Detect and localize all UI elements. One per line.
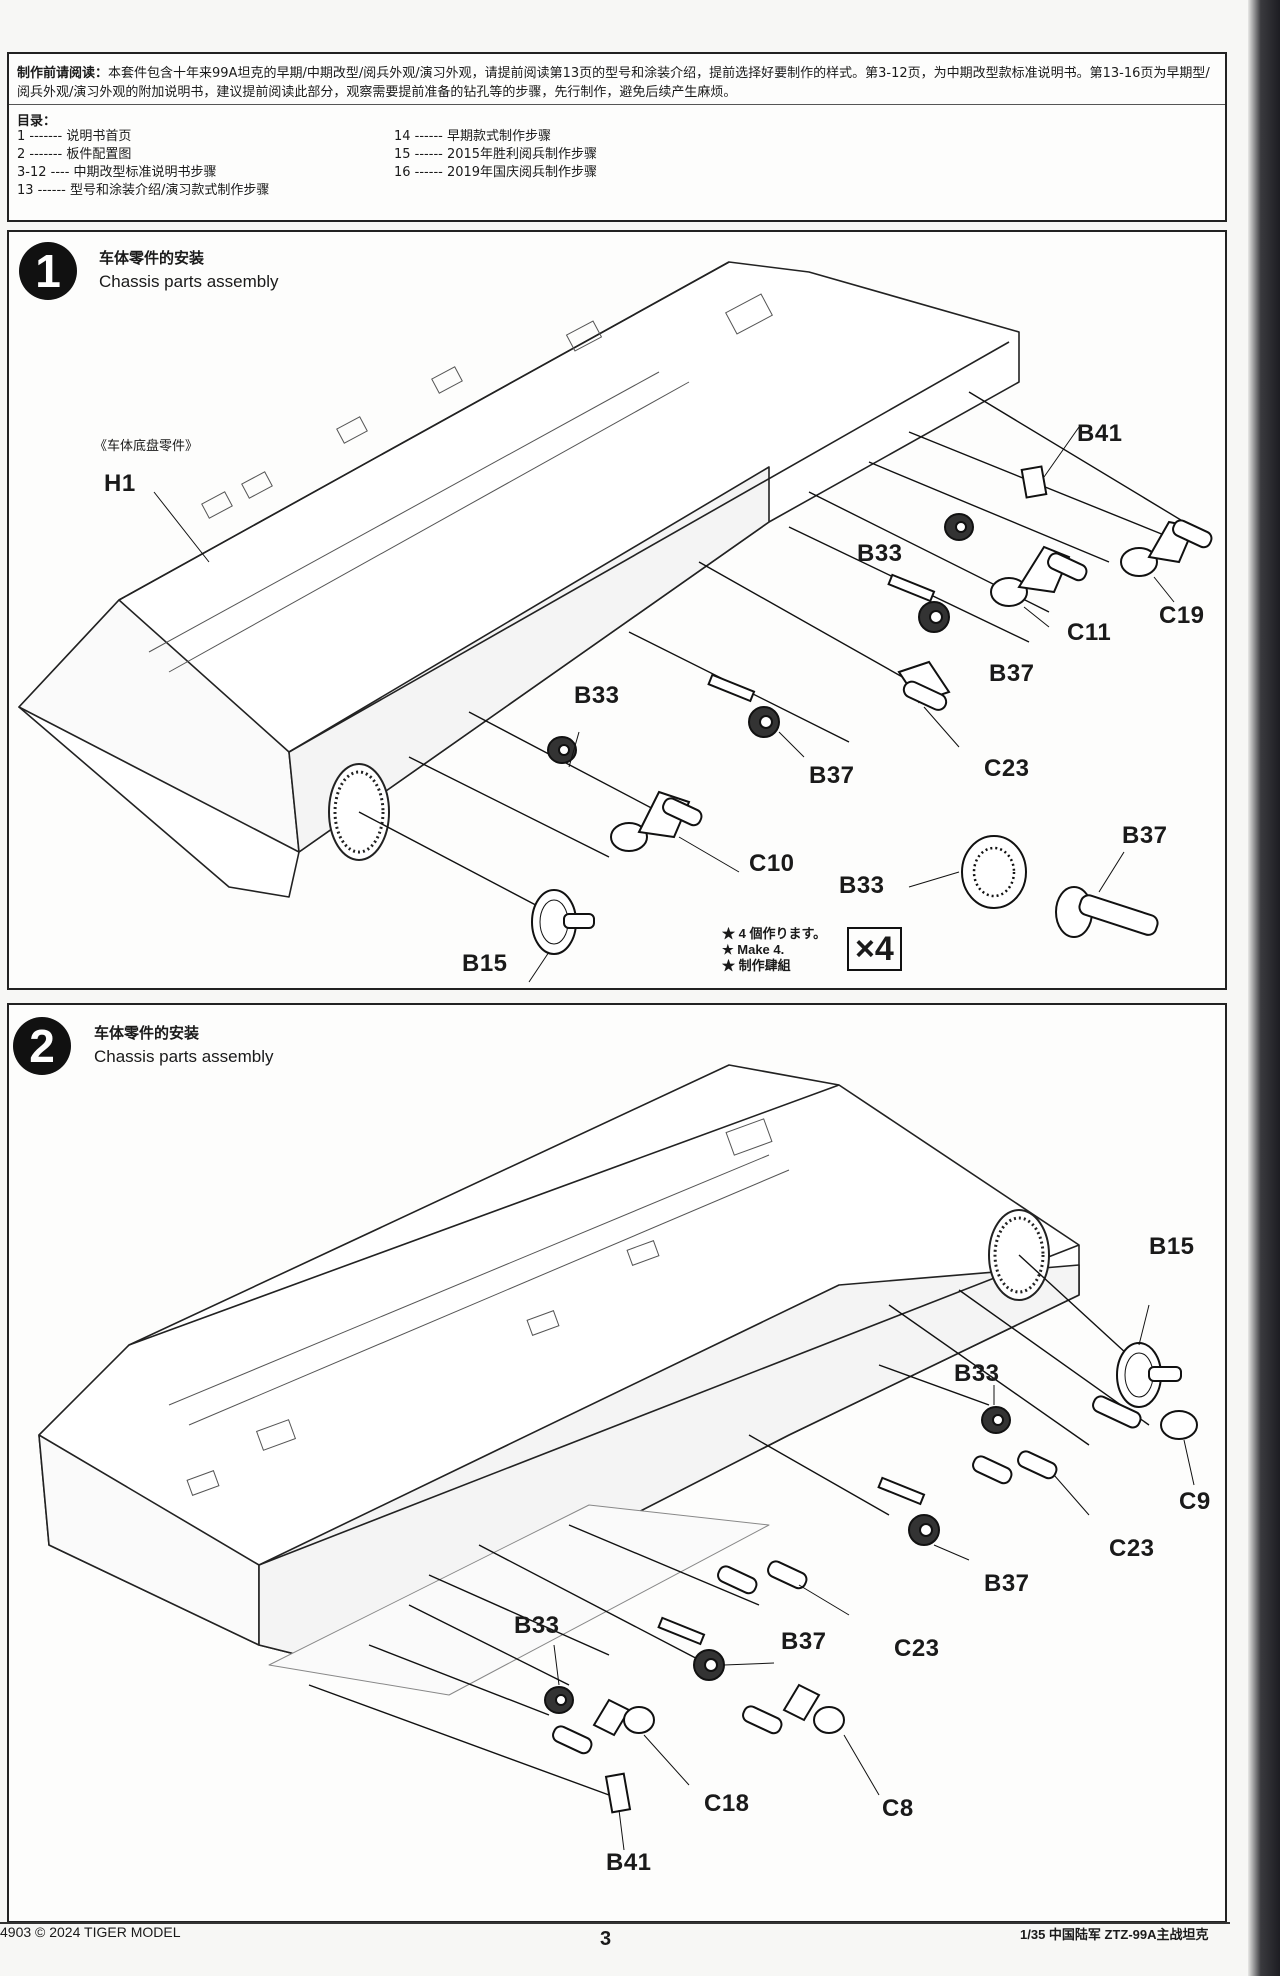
step-2-panel: 2 车体零件的安装 Chassis parts assembly B15 B33…	[7, 1003, 1227, 1923]
step-1-title-en: Chassis parts assembly	[99, 272, 279, 291]
part-label-c8: C8	[882, 1795, 914, 1822]
part-c11-drawing	[990, 545, 1088, 607]
part-label-b41: B41	[606, 1849, 652, 1876]
part-b15-drawing	[531, 889, 595, 955]
step-1-badge: 1	[19, 242, 77, 300]
part-c10-drawing	[610, 790, 703, 852]
part-b33-top-drawing	[944, 513, 974, 541]
part-c19-drawing	[1120, 519, 1213, 577]
footer-divider	[0, 1922, 1230, 1924]
multiplier-badge: ×4	[847, 927, 902, 971]
part-b37-mid-drawing	[657, 1616, 725, 1681]
toc-entry: 3-12 ---- 中期改型标准说明书步骤	[17, 165, 217, 180]
part-label-b33: B33	[954, 1360, 1000, 1387]
part-label-b37: B37	[1122, 822, 1168, 849]
footer-copyright: 4903 © 2024 TIGER MODEL	[0, 1924, 181, 1940]
make-note-line: ★ 4 個作ります。	[722, 926, 827, 941]
part-c8-drawing	[742, 1683, 845, 1735]
toc-right-column: 14 ------ 早期款式制作步骤 15 ------ 2015年胜利阅兵制作…	[394, 128, 597, 182]
step-1-chassis-drawing	[18, 261, 1213, 983]
toc-title: 目录：	[17, 114, 57, 129]
part-label-b37: B37	[809, 762, 855, 789]
step-1-panel: 1 车体零件的安装 Chassis parts assembly 《车体底盘零件…	[7, 230, 1227, 990]
part-c23-drawing	[897, 660, 951, 711]
part-label-b15: B15	[1149, 1233, 1195, 1260]
part-label-c9: C9	[1179, 1488, 1211, 1515]
part-b33-drawing	[981, 1406, 1011, 1434]
intro-heading: 制作前请阅读：	[17, 66, 109, 81]
toc-entry: 1 ------- 说明书首页	[17, 129, 132, 144]
part-label-b37: B37	[984, 1570, 1030, 1597]
toc-entry: 2 ------- 板件配置图	[17, 147, 132, 162]
part-label-b37: B37	[989, 660, 1035, 687]
part-b37-drawing	[877, 1476, 940, 1546]
part-c18-drawing	[552, 1698, 655, 1755]
make-note-line: ★ 制作肆組	[722, 958, 791, 973]
part-label-b41: B41	[1077, 420, 1123, 447]
part-b15-drawing	[1116, 1342, 1182, 1408]
part-label-b37: B37	[781, 1628, 827, 1655]
part-label-b33: B33	[574, 682, 620, 709]
part-c9-drawing	[1092, 1395, 1198, 1440]
part-label-b15: B15	[462, 950, 508, 977]
hull-h1-shape	[18, 261, 1020, 898]
subassembly-axle-drawing	[1055, 886, 1159, 938]
make-four-note: ★ 4 個作ります。 ★ Make 4. ★ 制作肆組	[722, 926, 826, 974]
part-label-c19: C19	[1159, 602, 1205, 629]
intro-box: 制作前请阅读：本套件包含十年来99A坦克的早期/中期改型/阅兵外观/演习外观，请…	[7, 52, 1227, 222]
footer-kit-title: 1/35 中国陆军 ZTZ-99A主战坦克	[1020, 1927, 1209, 1942]
part-label-b33: B33	[514, 1612, 560, 1639]
part-b37-drawing	[707, 673, 780, 738]
part-b33-drawing	[547, 736, 577, 764]
subassembly-wheel-drawing	[961, 835, 1027, 909]
part-c23-mid-drawing	[717, 1560, 808, 1595]
part-label-h1: H1	[104, 470, 136, 497]
intro-body: 本套件包含十年来99A坦克的早期/中期改型/阅兵外观/演习外观，请提前阅读第13…	[17, 66, 1210, 100]
part-b41-drawing	[604, 1772, 632, 1814]
hull-caption: 《车体底盘零件》	[94, 439, 199, 454]
make-note-line: ★ Make 4.	[722, 942, 785, 957]
part-label-c23: C23	[984, 755, 1030, 782]
step-2-badge: 2	[13, 1017, 71, 1075]
step-2-chassis-drawing	[38, 1064, 1198, 1851]
step-1-title-zh: 车体零件的安装	[99, 249, 205, 267]
part-b33-bottom-drawing	[544, 1686, 574, 1714]
intro-divider	[9, 104, 1225, 105]
part-b37-mid-drawing	[887, 573, 950, 633]
part-b41-drawing	[1020, 465, 1048, 499]
intro-text: 制作前请阅读：本套件包含十年来99A坦克的早期/中期改型/阅兵外观/演习外观，请…	[17, 64, 1212, 102]
toc-entry: 13 ------ 型号和涂装介绍/演习款式制作步骤	[17, 183, 270, 198]
part-label-c23: C23	[894, 1635, 940, 1662]
part-label-c10: C10	[749, 850, 795, 877]
part-label-c23: C23	[1109, 1535, 1155, 1562]
part-label-b33: B33	[857, 540, 903, 567]
toc-entry: 14 ------ 早期款式制作步骤	[394, 129, 551, 144]
step-2-title-en: Chassis parts assembly	[94, 1047, 274, 1066]
page-number: 3	[600, 1928, 612, 1950]
step-2-title-zh: 车体零件的安装	[94, 1024, 200, 1042]
part-c23-drawing	[972, 1450, 1058, 1485]
toc-entry: 16 ------ 2019年国庆阅兵制作步骤	[394, 165, 598, 180]
toc-entry: 15 ------ 2015年胜利阅兵制作步骤	[394, 147, 598, 162]
part-label-c11: C11	[1067, 619, 1112, 646]
part-label-c18: C18	[704, 1790, 750, 1817]
toc-left-column: 1 ------- 说明书首页 2 ------- 板件配置图 3-12 ---…	[17, 128, 269, 200]
page-edge-shadow	[1248, 0, 1280, 1976]
part-label-b33: B33	[839, 872, 885, 899]
